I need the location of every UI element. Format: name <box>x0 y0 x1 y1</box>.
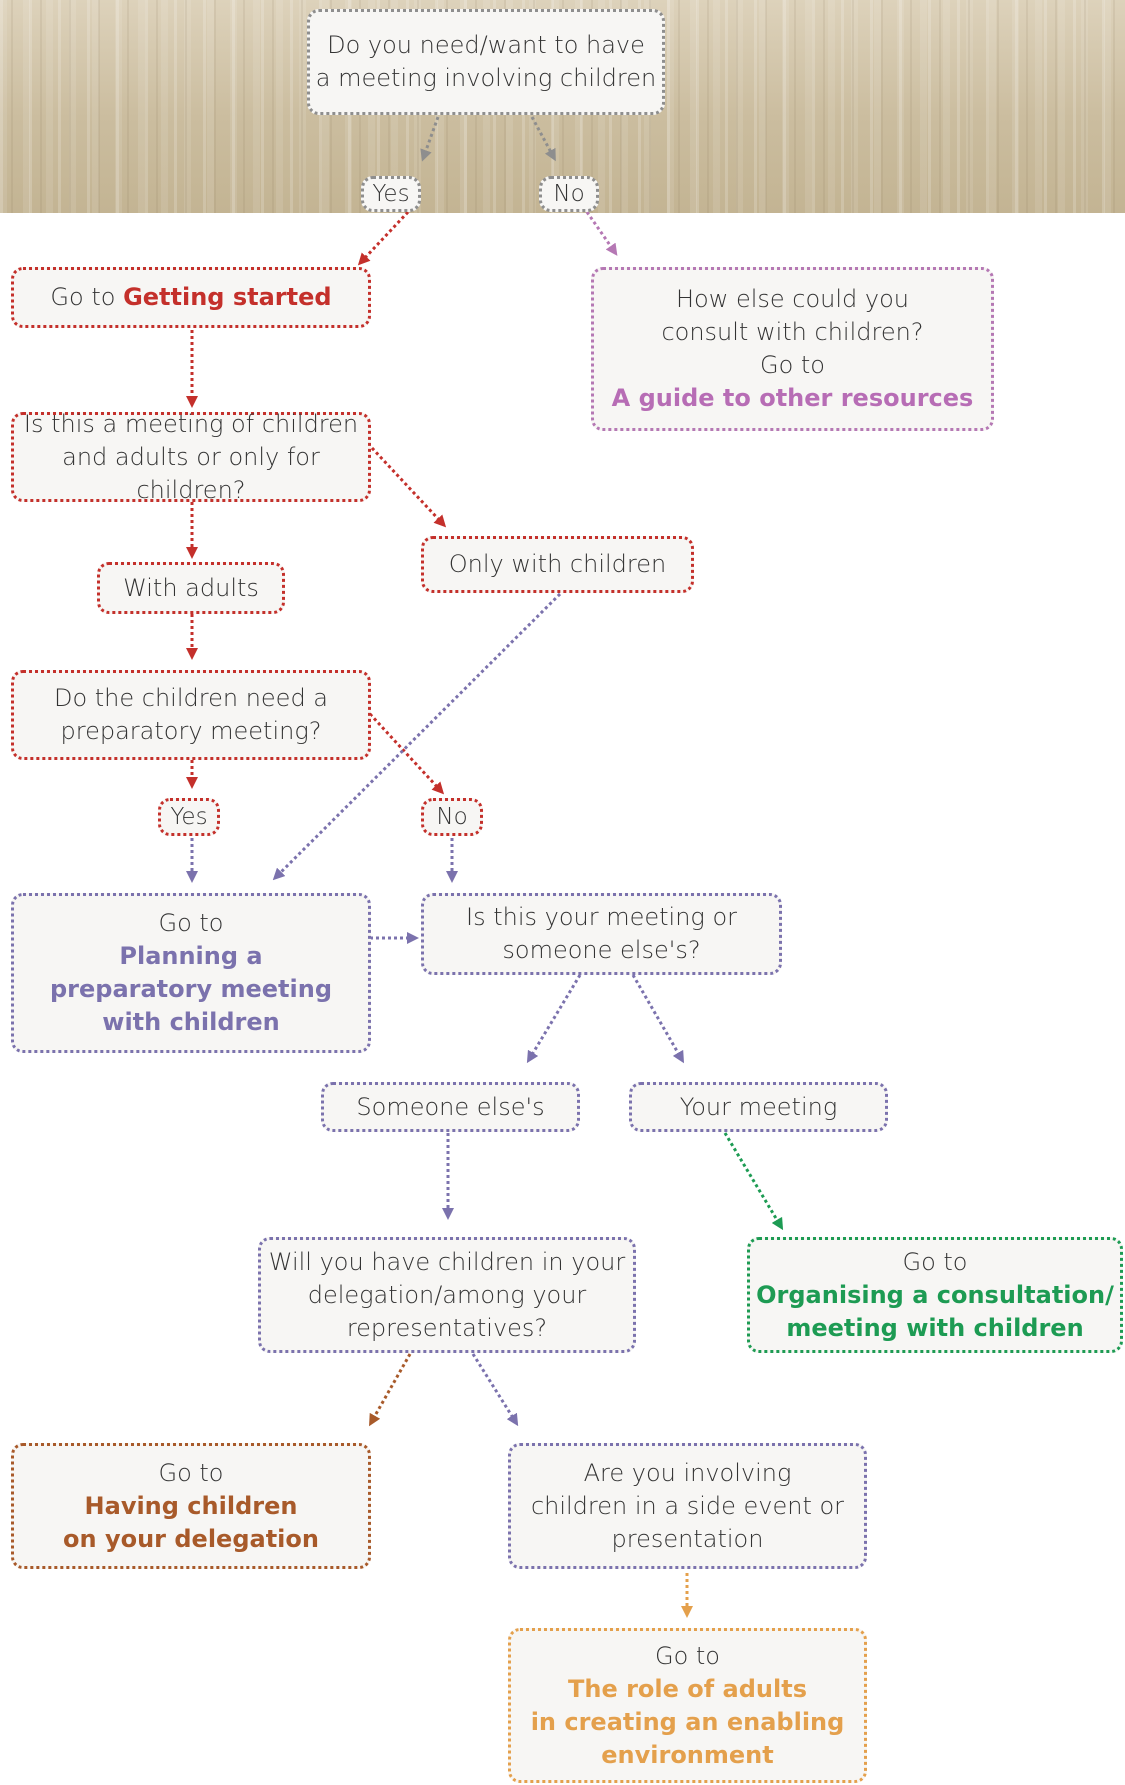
option-only-with-children-label: Only with children <box>448 550 667 578</box>
arrow-no-to-other-resources <box>585 211 618 256</box>
question-delegation-line3: representatives? <box>346 1313 548 1342</box>
organising-link-line2[interactable]: meeting with children <box>786 1313 1084 1342</box>
question-whose-line1: Is this your meeting or <box>465 903 737 931</box>
getting-started-link[interactable]: Getting started <box>123 283 332 311</box>
organising-link-line1[interactable]: Organising a consultation/ <box>756 1280 1114 1309</box>
question-whose-meeting: Is this your meeting or someone else's? <box>421 893 782 975</box>
organising-goto: Go to <box>902 1247 968 1276</box>
option-your-meeting: Your meeting <box>629 1082 888 1132</box>
question-meeting-type-line1: Is this a meeting of children <box>23 409 359 438</box>
other-resources-line1: How else could you <box>675 285 910 313</box>
answer-yes-prep: Yes <box>158 798 220 836</box>
option-someone-elses: Someone else's <box>321 1082 580 1132</box>
planning-link-line3[interactable]: with children <box>102 1008 280 1036</box>
answer-no-top: No <box>539 176 599 212</box>
arrow-meeting-to-yes <box>420 116 440 162</box>
other-resources-line3: Go to <box>759 351 825 379</box>
goto-planning-preparatory[interactable]: Go to Planning a preparatory meeting wit… <box>11 893 371 1053</box>
arrow-only-children-to-planning <box>272 592 562 881</box>
goto-having-children-delegation[interactable]: Go to Having children on your delegation <box>11 1443 371 1569</box>
having-children-goto: Go to <box>158 1458 224 1487</box>
answer-yes-prep-label: Yes <box>170 803 208 830</box>
answer-yes-top-label: Yes <box>372 180 410 207</box>
having-children-link-line2[interactable]: on your delegation <box>63 1524 319 1553</box>
option-with-adults-label: With adults <box>123 573 259 602</box>
question-preparatory-line2: preparatory meeting? <box>60 717 322 745</box>
answer-no-prep: No <box>421 798 483 836</box>
question-side-event-line2: children in a side event or <box>530 1491 845 1520</box>
answer-yes-top: Yes <box>361 176 421 212</box>
planning-link-line1[interactable]: Planning a <box>119 942 263 970</box>
arrow-q-delegation-to-having-children <box>369 1353 412 1427</box>
question-need-meeting: Do you need/want to have a meeting invol… <box>307 9 665 115</box>
planning-link-line2[interactable]: preparatory meeting <box>49 975 333 1003</box>
question-side-event: Are you involving children in a side eve… <box>508 1443 867 1569</box>
other-resources-link[interactable]: A guide to other resources <box>611 384 974 412</box>
other-resources-line2: consult with children? <box>661 318 924 346</box>
answer-no-top-label: No <box>553 180 585 207</box>
goto-role-of-adults[interactable]: Go to The role of adults in creating an … <box>508 1628 867 1783</box>
role-adults-link-line2[interactable]: in creating an enabling <box>530 1707 845 1736</box>
planning-goto: Go to <box>158 909 224 937</box>
goto-getting-started-prefix: Go to <box>50 283 124 311</box>
question-side-event-line3: presentation <box>611 1524 764 1553</box>
arrow-q-whose-to-someone-else <box>526 974 582 1064</box>
role-adults-goto: Go to <box>654 1641 720 1670</box>
goto-getting-started-text: Go to Getting started <box>50 281 331 314</box>
option-your-meeting-label: Your meeting <box>679 1092 838 1121</box>
arrow-q-mixed-to-only-children <box>370 446 447 528</box>
having-children-link-line1[interactable]: Having children <box>84 1491 298 1520</box>
role-adults-link-line3[interactable]: environment <box>601 1740 774 1769</box>
arrow-q-whose-to-your-meeting <box>631 974 685 1064</box>
arrow-q-delegation-to-side-event <box>471 1353 519 1427</box>
question-need-meeting-line2: a meeting involving children <box>315 64 657 92</box>
goto-getting-started[interactable]: Go to Getting started <box>11 267 371 328</box>
role-adults-link-line1[interactable]: The role of adults <box>567 1674 807 1703</box>
option-only-with-children: Only with children <box>421 536 694 593</box>
question-meeting-type-line2: and adults or only for children? <box>62 442 320 504</box>
arrow-q-prep-to-no <box>368 712 445 795</box>
question-delegation-line1: Will you have children in your <box>268 1247 626 1276</box>
arrow-your-meeting-to-organising <box>723 1132 784 1231</box>
question-delegation: Will you have children in your delegatio… <box>258 1237 636 1353</box>
question-meeting-type: Is this a meeting of children and adults… <box>11 410 371 504</box>
answer-no-prep-label: No <box>436 803 468 830</box>
arrow-meeting-to-no <box>530 116 556 162</box>
goto-organising-consultation[interactable]: Go to Organising a consultation/ meeting… <box>747 1237 1123 1353</box>
question-preparatory-line1: Do the children need a <box>53 684 329 712</box>
goto-other-resources[interactable]: How else could you consult with children… <box>591 267 994 431</box>
question-side-event-line1: Are you involving <box>583 1458 792 1487</box>
question-preparatory-meeting: Do the children need a preparatory meeti… <box>11 670 371 760</box>
question-whose-line2: someone else's? <box>502 936 701 964</box>
arrow-yes-to-getting-started <box>357 210 410 266</box>
option-with-adults: With adults <box>97 562 285 614</box>
question-delegation-line2: delegation/among your <box>307 1280 587 1309</box>
question-need-meeting-line1: Do you need/want to have <box>327 31 645 59</box>
option-someone-elses-label: Someone else's <box>356 1092 545 1121</box>
